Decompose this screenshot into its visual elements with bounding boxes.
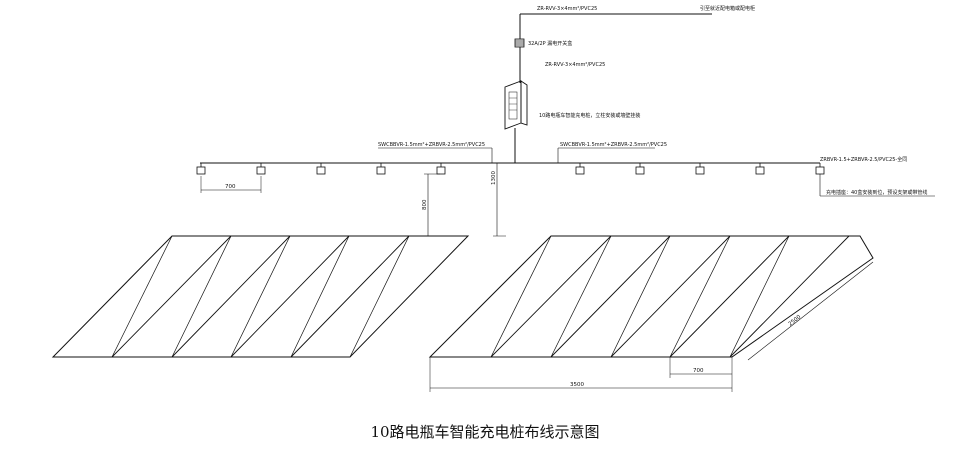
top-cable-label: ZR-RVV-3×4mm²/PVC25 [537,6,597,12]
socket-icon [376,166,386,175]
stall-diagonal [290,235,350,358]
socket-icon [196,166,206,175]
socket-icon [635,166,645,175]
charging-cabinet-panel [508,91,518,120]
from-box-label: 引至就近配电箱或配电柜 [700,5,755,12]
right-end-label: ZRBVR-1.5+ZRBVR-2.5/PVC25-全同 [820,156,907,163]
stall-diagonal [610,235,671,358]
stall-divider [171,235,291,358]
left-parking-block [51,235,470,358]
socket-icon [316,166,326,175]
socket-icon [575,166,585,175]
right-parking-block [428,235,874,358]
sockets-group [196,163,825,175]
socket-spacing-dim: 700 [225,184,236,190]
breaker-label: 32A/2P 漏电开关盒 [528,40,572,47]
stall-length-dim-line [747,261,874,361]
charging-cabinet-icon [504,80,522,130]
socket-icon [436,166,446,175]
stall-diagonal [550,235,612,358]
box-drop-dim: 1300 [491,171,497,185]
charging-cabinet-side [520,80,528,126]
stall-divider [669,235,790,358]
socket-icon [256,166,266,175]
stall-diagonal [111,235,173,358]
cabinet-label: 10路电瓶车智能充电桩，立柱安装或墙壁挂装 [539,112,640,119]
right-parking-outline [428,235,874,358]
stall-divider [111,235,232,358]
diagram-title: 10路电瓶车智能充电桩布线示意图 [370,423,600,441]
stall-divider [610,235,731,358]
stall-diagonal [490,235,552,358]
socket-icon [695,166,705,175]
stall-width-dim: 700 [693,368,704,374]
stall-diagonal [349,235,410,358]
stall-diagonal [669,235,731,358]
left-branch-label: SWCBBVR-1.5mm²+ZRBVR-2.5mm²/PVC25 [378,142,485,148]
socket-icon [815,166,825,175]
stall-diagonal [729,235,790,358]
stall-divider [290,235,410,358]
cable-to-box-label: ZR-RVV-3×4mm²/PVC25 [545,62,605,68]
stall-divider [490,235,612,358]
stall-divider [729,235,850,358]
socket-note-label: 充电插座：40盒安装到位，预设支架或带管线 [826,189,927,196]
right-branch-label: SWCBBVR-1.5mm²+ZRBVR-2.5mm²/PVC25 [560,142,667,148]
stall-divider [550,235,671,358]
stall-divider [230,235,350,358]
total-width-dim: 3500 [570,382,584,388]
stall-diagonal [171,235,232,358]
socket-icon [755,166,765,175]
stall-diagonal [230,235,291,358]
left-drop-dim: 800 [422,199,428,210]
